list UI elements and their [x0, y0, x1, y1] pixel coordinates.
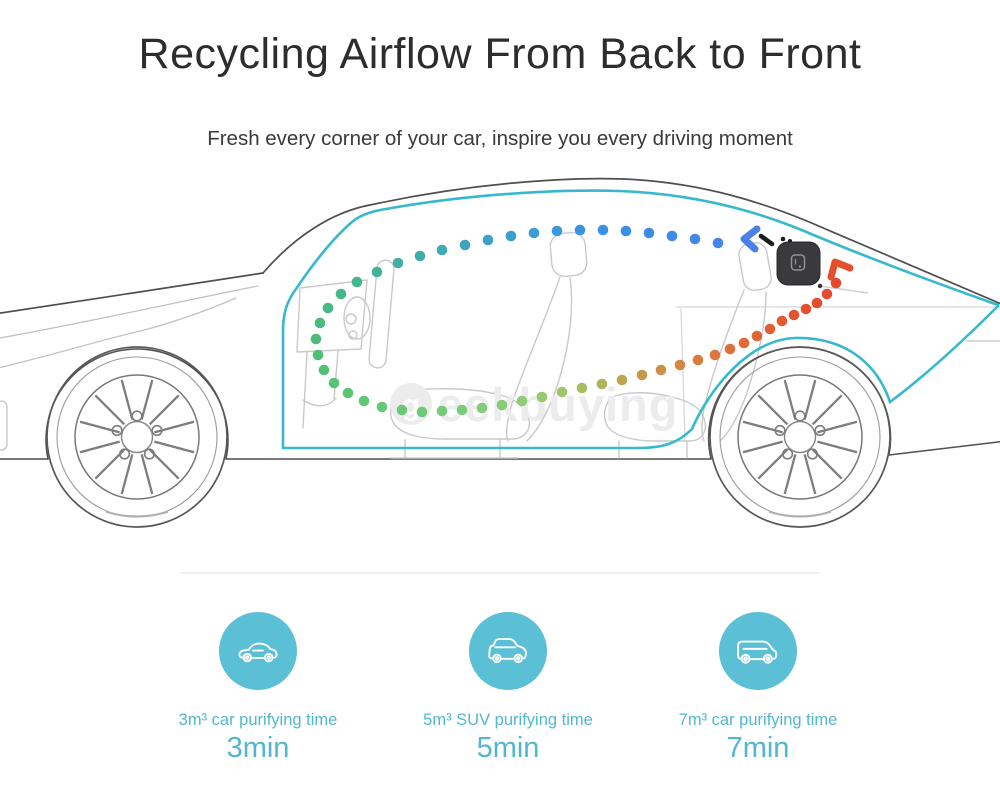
- feature-icon-circle: [719, 612, 797, 690]
- airflow-out-arrow-icon: [740, 225, 761, 253]
- van-car-icon: [737, 640, 778, 664]
- airflow-in-arrow-icon: [827, 258, 854, 281]
- sedan-car-icon: [238, 642, 278, 663]
- feature-icon-circle: [219, 612, 297, 690]
- mijia-logo-icon: [790, 254, 806, 271]
- section-divider: [180, 572, 820, 574]
- feature-card-5m3: 5m³ SUV purifying time 5min: [388, 612, 628, 765]
- feature-value: 7min: [726, 732, 790, 764]
- feature-label: 7m³ car purifying time: [678, 711, 838, 729]
- air-purifier-device: [758, 233, 823, 289]
- airflow-dots: [310, 224, 842, 418]
- cabin-highlight-outline: [281, 189, 1000, 450]
- suv-car-icon: [488, 638, 527, 664]
- page-subtitle: Fresh every corner of your car, inspire …: [207, 127, 793, 150]
- svg-text:g: g: [402, 389, 420, 422]
- feature-card-3m3: 3m³ car purifying time 3min: [138, 612, 378, 765]
- feature-value: 5min: [476, 732, 540, 764]
- car-airflow-illustration: g eekbuying: [0, 165, 1000, 565]
- car-body-creases: [0, 285, 1000, 451]
- steering-wheel: [343, 259, 395, 369]
- rear-wheel: [708, 345, 892, 529]
- car-interior-seats: [296, 231, 869, 459]
- feature-label: 5m³ SUV purifying time: [423, 711, 593, 729]
- svg-text:eekbuying: eekbuying: [437, 378, 678, 431]
- feature-icon-circle: [469, 612, 547, 690]
- front-wheel-shadow: [105, 510, 169, 518]
- page-title: Recycling Airflow From Back to Front: [138, 30, 862, 78]
- feature-card-7m3: 7m³ car purifying time 7min: [638, 612, 878, 765]
- rear-wheel-shadow: [768, 510, 832, 518]
- watermark-logo: g eekbuying: [390, 378, 678, 431]
- feature-value: 3min: [226, 732, 290, 764]
- feature-label: 3m³ car purifying time: [178, 711, 338, 729]
